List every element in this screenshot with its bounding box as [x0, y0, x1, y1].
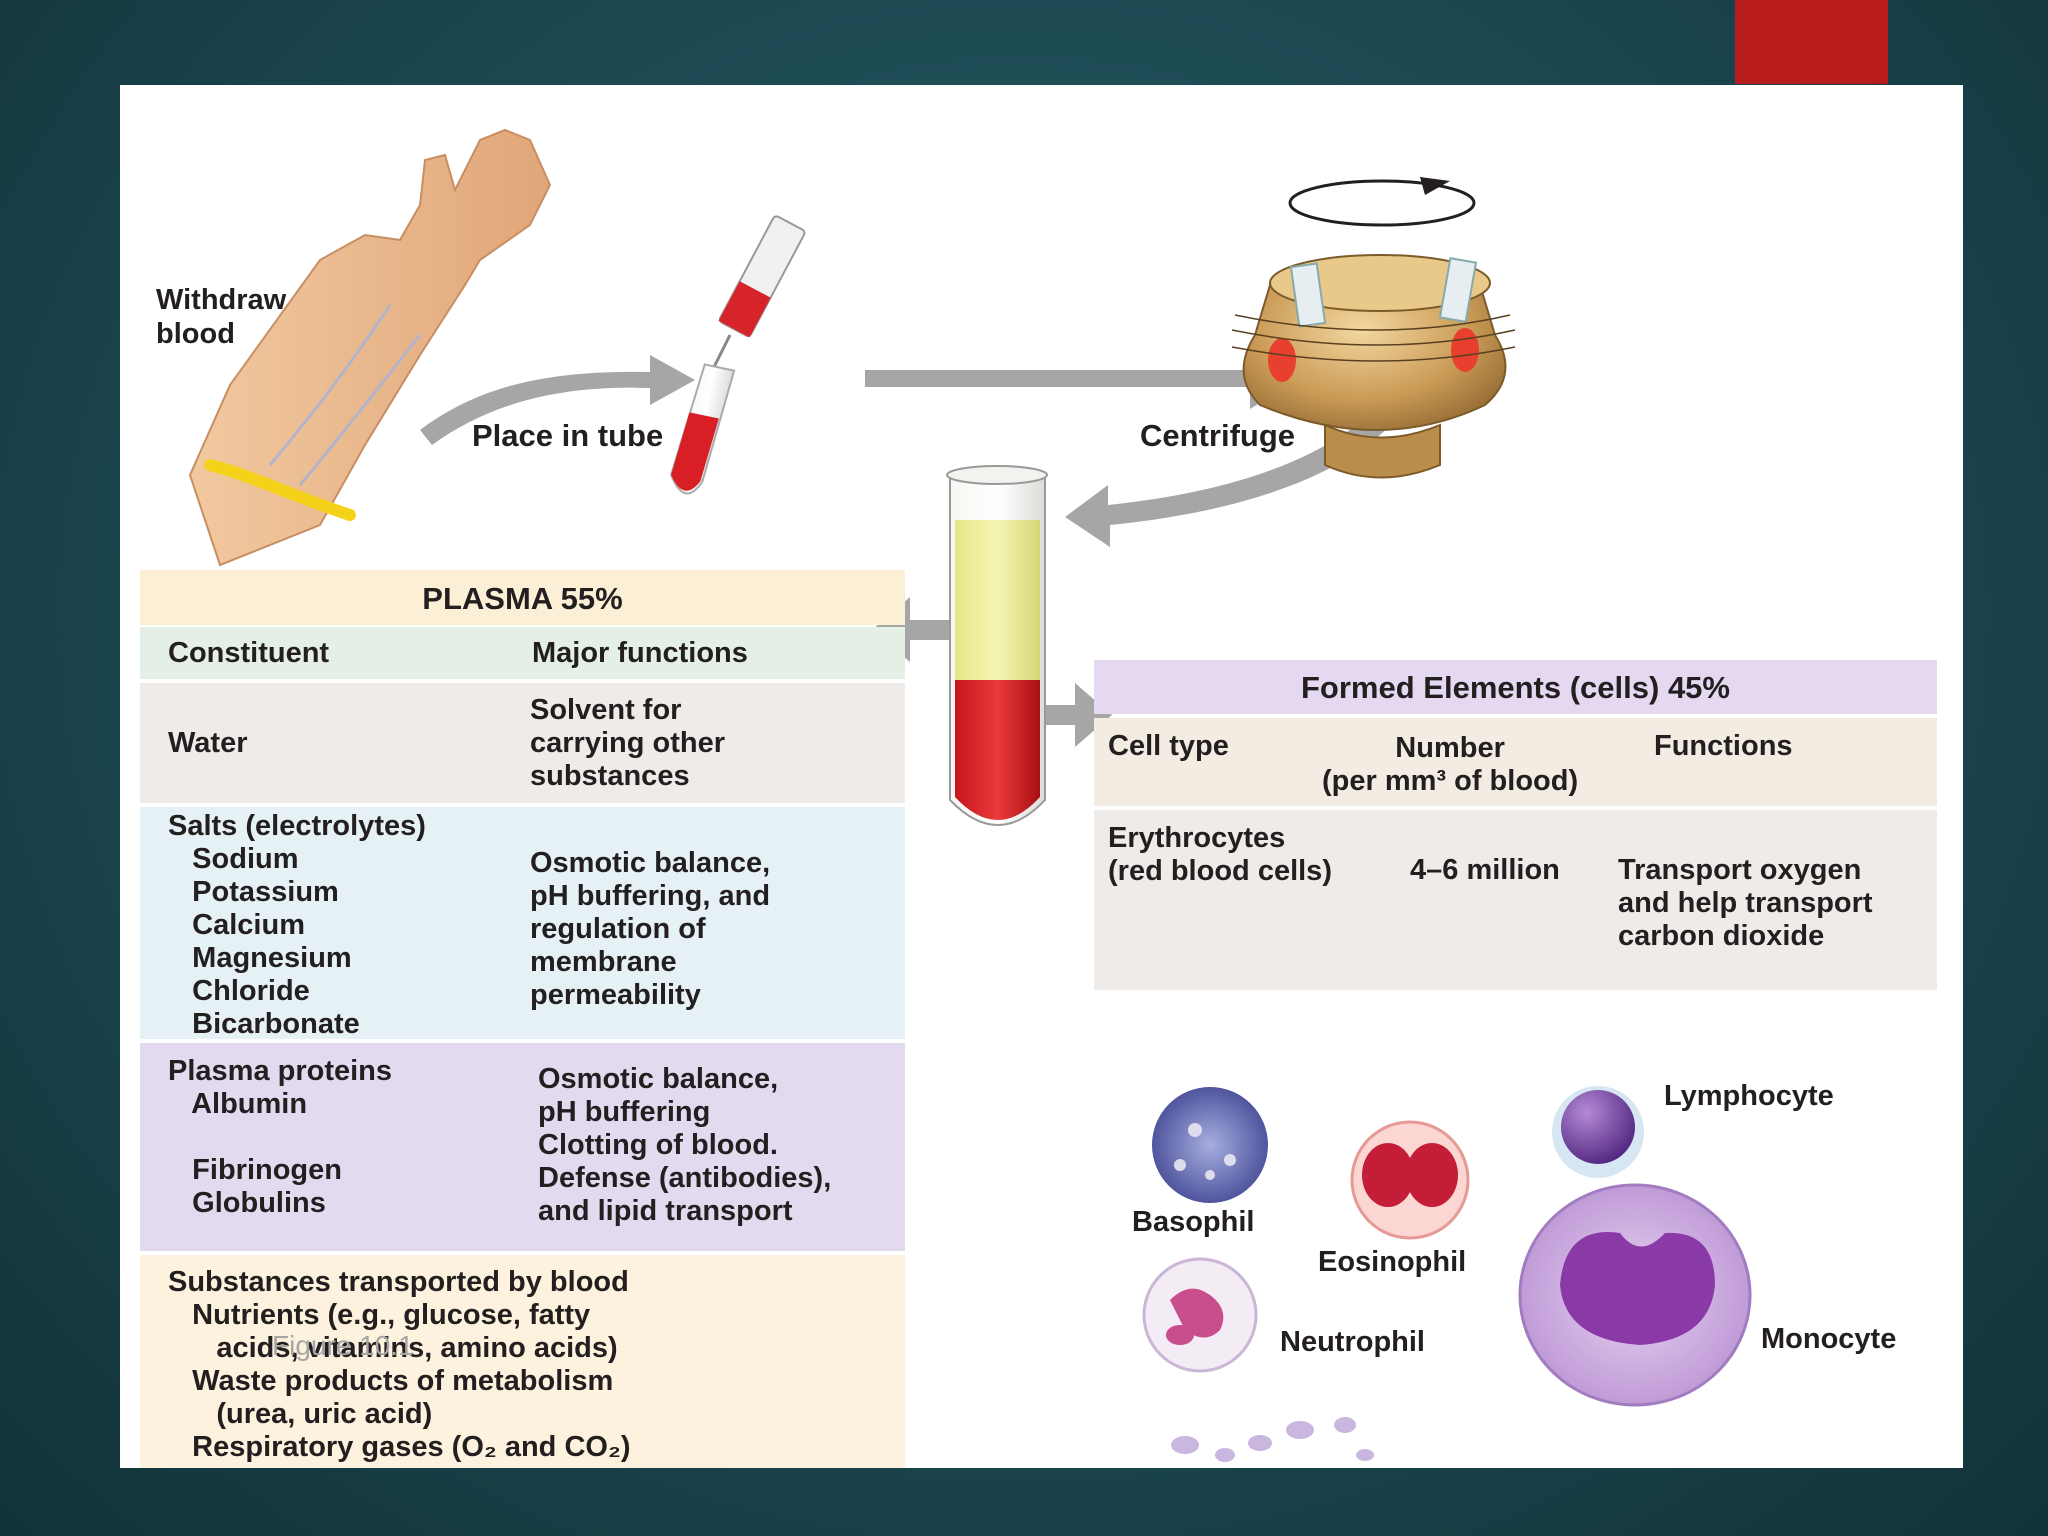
platelets-function: Blood clotting: [1664, 1402, 1859, 1434]
formed-column-headers: Cell type Number (per mm³ of blood) Func…: [1094, 718, 1937, 806]
centrifuge-label: Centrifuge: [1140, 418, 1295, 453]
platelets-number: 250,000– 500,000: [1450, 1386, 1571, 1451]
formed-header: Formed Elements (cells) 45%: [1094, 660, 1937, 714]
formed-row-leukocytes: Leukocytes (white blood cells) 4000–11,0…: [1094, 994, 1937, 1372]
plasma-col-functions: Major functions: [532, 637, 748, 669]
formed-col-cell-type: Cell type: [1108, 730, 1229, 762]
erythrocytes-number: 4–6 million: [1410, 854, 1560, 886]
place-in-tube-label: Place in tube: [472, 418, 664, 453]
leukocytes-number: 4000–11,000: [1430, 1020, 1598, 1052]
function-cell: Osmotic balance, pH buffering, and regul…: [530, 847, 771, 1011]
leukocytes-function: Defense and immunity: [1664, 1004, 1837, 1069]
function-cell: Osmotic balance, pH buffering Clotting o…: [538, 1063, 832, 1227]
platelet-illustration: [1171, 1417, 1374, 1462]
neutrophil-illustration: [1142, 1257, 1258, 1373]
plasma-col-constituent: Constituent: [168, 637, 330, 669]
plasma-column-headers: Constituent Major functions: [140, 627, 905, 679]
formed-col-number: Number (per mm³ of blood): [1322, 732, 1579, 797]
constituent-cell: Plasma proteins Albumin Fibrinogen Globu…: [168, 1055, 393, 1219]
plasma-row-water: Water Solvent for carrying other substan…: [140, 683, 905, 803]
neutrophil-label: Neutrophil: [1280, 1326, 1425, 1358]
monocyte-label: Monocyte: [1761, 1323, 1897, 1355]
plasma-row-substances: Substances transported by blood Nutrient…: [140, 1255, 905, 1468]
formed-elements-table: Formed Elements (cells) 45% Cell type Nu…: [1094, 660, 1937, 1468]
eosinophil-label: Eosinophil: [1318, 1246, 1467, 1278]
figure-caption: Figure 10.1: [272, 1330, 414, 1361]
constituent-cell: Water: [168, 727, 248, 759]
plasma-header: PLASMA 55%: [140, 570, 905, 625]
formed-title: Formed Elements (cells) 45%: [1301, 670, 1730, 705]
plasma-title: PLASMA 55%: [422, 581, 623, 616]
plasma-row-proteins: Plasma proteins Albumin Fibrinogen Globu…: [140, 1043, 905, 1251]
separated-tube-illustration: [946, 465, 1048, 826]
erythrocytes-function: Transport oxygen and help transport carb…: [1618, 854, 1873, 952]
formed-col-functions: Functions: [1654, 730, 1793, 762]
withdraw-blood-label: Withdraw blood: [156, 284, 287, 350]
lymphocyte-label: Lymphocyte: [1664, 1080, 1834, 1112]
arm-illustration: [188, 128, 552, 567]
function-cell: Solvent for carrying other substances: [530, 694, 725, 792]
constituent-cell: Substances transported by blood Nutrient…: [168, 1266, 631, 1463]
monocyte-illustration: [1518, 1183, 1752, 1407]
eosinophil-illustration: [1350, 1120, 1470, 1240]
small-tube-illustration: [670, 363, 736, 495]
plasma-row-salts: Salts (electrolytes) Sodium Potassium Ca…: [140, 807, 905, 1040]
formed-row-platelets: Platelets 250,000– 500,000 Blood clottin…: [1094, 1376, 1937, 1468]
platelets-name: Platelets: [1108, 1386, 1228, 1418]
leukocytes-name: Leukocytes (white blood cells): [1108, 1004, 1361, 1069]
lymphocyte-illustration: [1552, 1086, 1644, 1178]
plasma-table: PLASMA 55% Constituent Major functions W…: [140, 570, 905, 1468]
centrifuge-illustration: [1231, 177, 1516, 479]
formed-row-erythrocytes: Erythrocytes (red blood cells) 4–6 milli…: [1094, 810, 1937, 990]
basophil-label: Basophil: [1132, 1206, 1255, 1238]
accent-bar: [1735, 0, 1888, 84]
erythrocytes-name: Erythrocytes (red blood cells): [1108, 822, 1332, 887]
figure-panel: Withdraw blood Place in tube Centrifuge …: [120, 85, 1963, 1468]
constituent-cell: Salts (electrolytes) Sodium Potassium Ca…: [168, 810, 426, 1040]
basophil-illustration: [1152, 1087, 1268, 1203]
